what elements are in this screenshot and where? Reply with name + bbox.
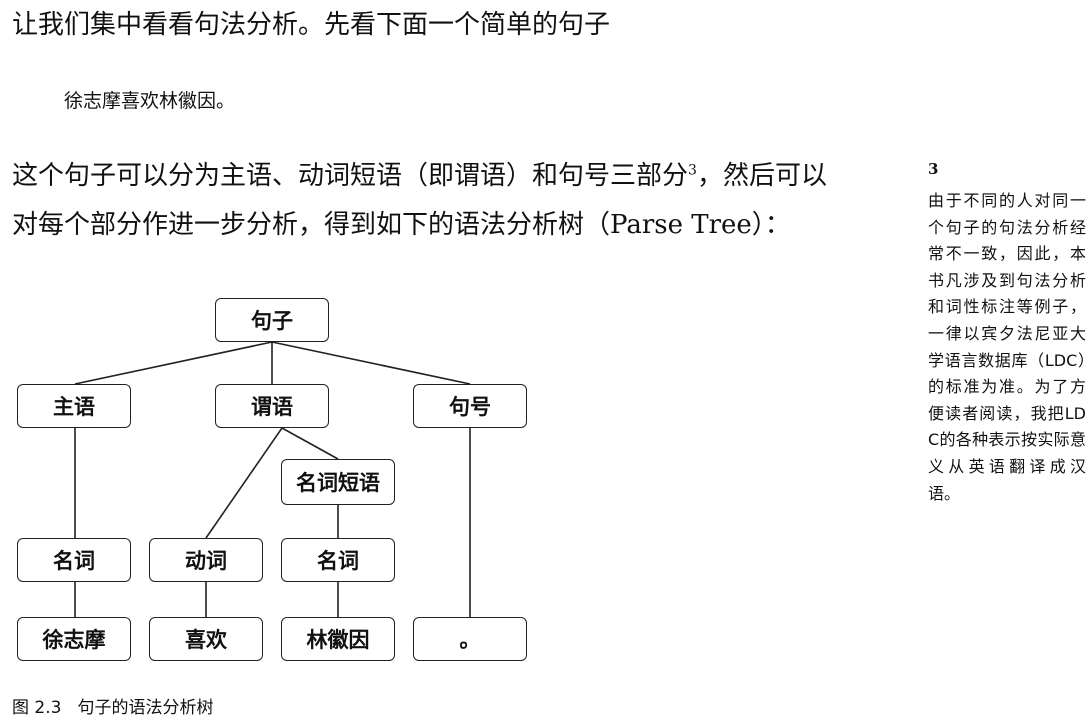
paragraph-line-1: 这个句子可以分为主语、动词短语（即谓语）和句号三部分3，然后可以	[12, 155, 827, 192]
tree-node-subject: 主语	[17, 384, 131, 428]
edge-root-period	[271, 341, 471, 385]
tree-node-root: 句子	[215, 298, 329, 342]
edge-root-subject	[74, 341, 273, 385]
figure-caption: 图 2.3 句子的语法分析树	[12, 693, 213, 718]
figure-number: 图 2.3	[12, 698, 62, 718]
tree-node-noun-phrase: 名词短语	[281, 459, 395, 505]
tree-leaf-1: 徐志摩	[17, 617, 131, 661]
sidenote-number: 3	[928, 160, 939, 178]
paragraph-line-1-text: 这个句子可以分为主语、动词短语（即谓语）和句号三部分	[12, 161, 689, 191]
tree-node-predicate: 谓语	[215, 384, 329, 428]
tree-leaf-2: 喜欢	[149, 617, 263, 661]
tree-leaf-3: 林徽因	[281, 617, 395, 661]
sidenote-text: 由于不同的人对同一个句子的句法分析经常不一致，因此，本书凡涉及到句法分析和词性标…	[928, 191, 1086, 503]
intro-line: 让我们集中看看句法分析。先看下面一个简单的句子	[12, 10, 611, 40]
paragraph-line-1-tail: ，然后可以	[696, 161, 827, 191]
example-sentence: 徐志摩喜欢林徽因。	[64, 90, 236, 112]
figure-title: 句子的语法分析树	[77, 698, 214, 718]
tree-node-verb: 动词	[149, 538, 263, 582]
edge-predicate-nounphrase	[281, 427, 339, 460]
tree-node-noun-1: 名词	[17, 538, 131, 582]
edge-predicate-verb	[205, 427, 283, 539]
footnote-marker[interactable]: 3	[688, 162, 697, 179]
tree-leaf-4: 。	[413, 617, 527, 661]
tree-node-period: 句号	[413, 384, 527, 428]
paragraph-line-2: 对每个部分作进一步分析，得到如下的语法分析树（Parse Tree）：	[12, 210, 791, 240]
tree-node-noun-2: 名词	[281, 538, 395, 582]
